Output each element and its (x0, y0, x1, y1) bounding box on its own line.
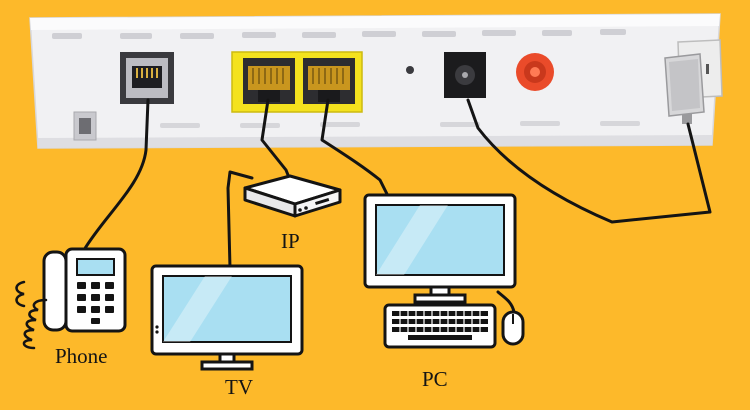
tv-icon (150, 264, 304, 371)
keyboard-icon (383, 303, 497, 349)
ip-label: IP (281, 229, 300, 253)
reset-button-icon (516, 53, 554, 91)
power-jack-icon (444, 52, 486, 98)
pc-monitor-icon (363, 193, 517, 304)
lan-port-icon (231, 51, 363, 113)
cable-lines (82, 98, 712, 314)
phone-icon (15, 247, 127, 350)
tv-label: TV (225, 375, 253, 399)
mouse-icon (501, 310, 525, 346)
phone-port-icon (120, 52, 174, 104)
pc-label: PC (422, 367, 448, 391)
power-adapter-icon (664, 39, 723, 124)
phone-label: Phone (55, 344, 108, 368)
router-icon (29, 13, 721, 149)
ip-box-icon (243, 174, 342, 218)
